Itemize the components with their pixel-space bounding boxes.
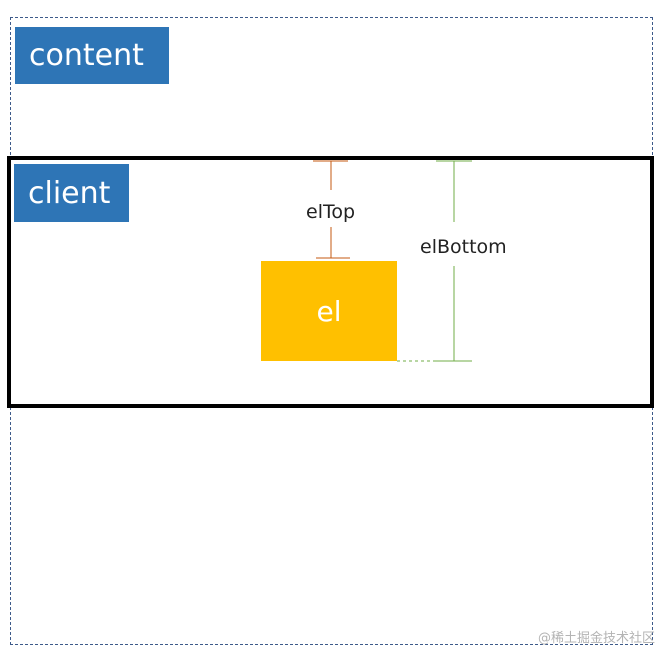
el-element: el xyxy=(261,261,397,361)
content-label: content xyxy=(15,27,169,84)
watermark: @稀土掘金技术社区 xyxy=(537,631,655,646)
elbottom-label: elBottom xyxy=(420,236,507,258)
el-label: el xyxy=(316,294,342,328)
client-label-text: client xyxy=(28,175,111,211)
client-label: client xyxy=(14,164,129,222)
content-label-text: content xyxy=(29,38,144,73)
eltop-label: elTop xyxy=(306,201,356,223)
client-viewport xyxy=(7,156,654,408)
